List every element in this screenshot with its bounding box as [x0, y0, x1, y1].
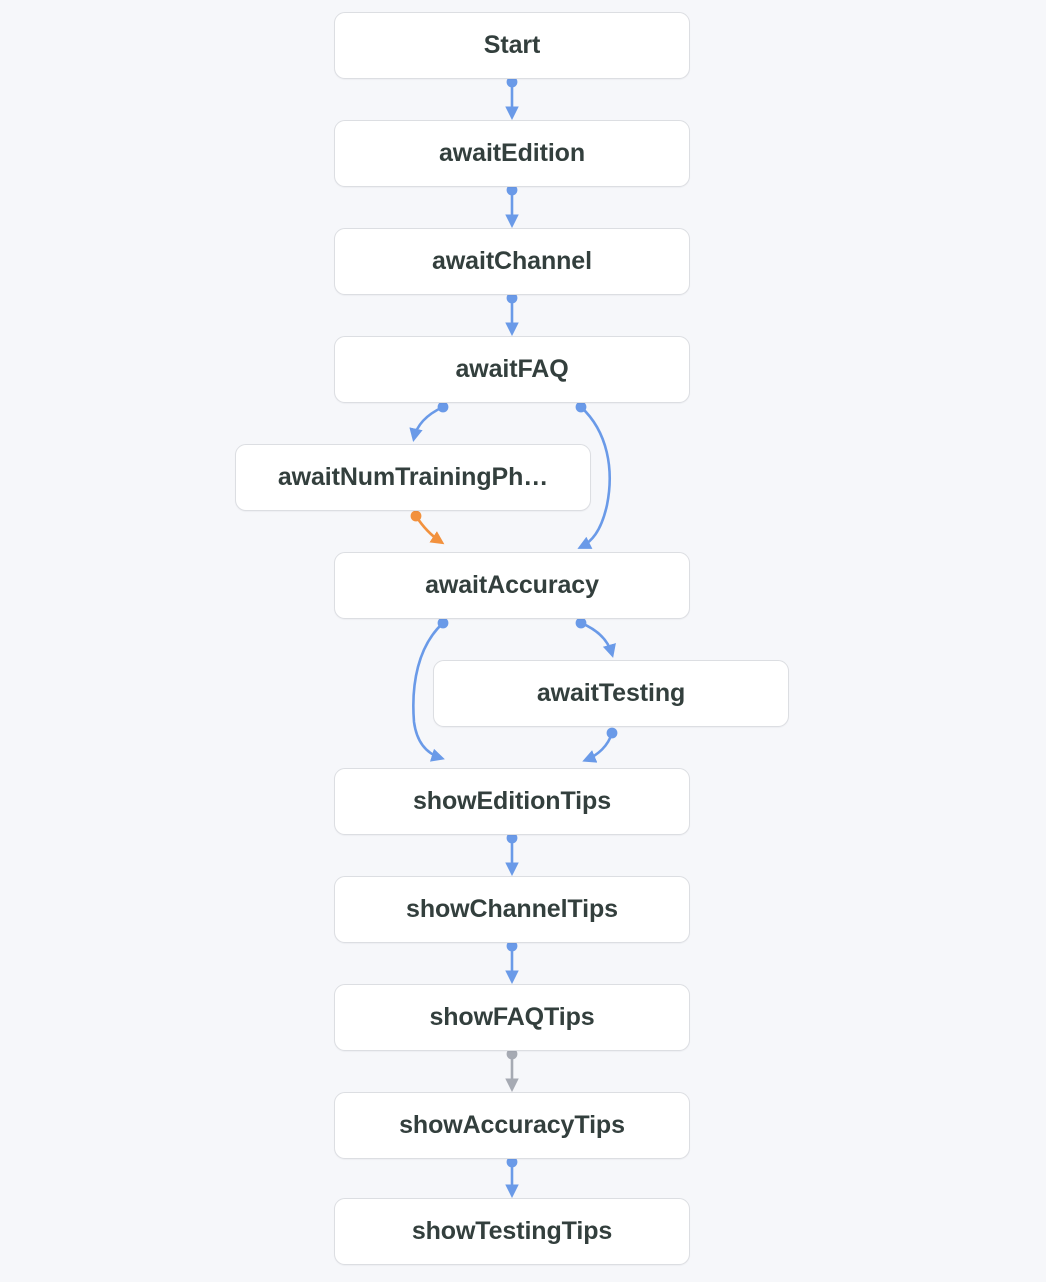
edge-e-numtraining-accuracy: [410, 510, 445, 545]
edge-e-channel-faq: [505, 292, 519, 337]
node-showTestingTips[interactable]: showTestingTips: [334, 1198, 690, 1265]
node-label: awaitAccuracy: [425, 571, 599, 599]
node-label: showFAQTips: [429, 1003, 595, 1031]
edge-e-accuracytips-testingtips: [505, 1156, 519, 1199]
node-awaitTesting[interactable]: awaitTesting: [433, 660, 789, 727]
node-label: showAccuracyTips: [399, 1111, 625, 1139]
node-showEditionTips[interactable]: showEditionTips: [334, 768, 690, 835]
edge-e-faq-numtraining: [409, 401, 449, 442]
node-awaitFAQ[interactable]: awaitFAQ: [334, 336, 690, 403]
edge-origin-dot: [410, 510, 422, 522]
node-label: showTestingTips: [411, 1217, 613, 1245]
edge-e-testing-edition: [582, 727, 618, 763]
node-awaitEdition[interactable]: awaitEdition: [334, 120, 690, 187]
node-awaitNumTraining[interactable]: awaitNumTrainingPh…: [235, 444, 591, 511]
edge-origin-dot: [437, 617, 449, 629]
edge-origin-dot: [575, 401, 587, 413]
edge-e-channeltips-faqtips: [505, 940, 519, 985]
edge-e-start-edition: [505, 76, 519, 121]
node-label: showChannelTips: [406, 895, 618, 923]
node-showFAQTips[interactable]: showFAQTips: [334, 984, 690, 1051]
node-label: awaitEdition: [438, 139, 586, 167]
node-showChannelTips[interactable]: showChannelTips: [334, 876, 690, 943]
node-label: showEditionTips: [412, 787, 612, 815]
edge-e-edition-channeltips: [505, 832, 519, 877]
edge-path: [579, 621, 616, 658]
edge-e-faqtips-accuracytips: [505, 1048, 519, 1093]
edge-path: [414, 514, 445, 545]
edge-origin-dot: [575, 617, 587, 629]
node-awaitChannel[interactable]: awaitChannel: [334, 228, 690, 295]
edge-path: [582, 731, 614, 763]
node-label: awaitNumTrainingPh…: [277, 463, 549, 491]
edge-e-edition-channel: [505, 184, 519, 229]
node-label: awaitFAQ: [455, 355, 569, 383]
node-showAccuracyTips[interactable]: showAccuracyTips: [334, 1092, 690, 1159]
node-label: awaitChannel: [432, 247, 592, 275]
node-label: Start: [483, 31, 541, 59]
edge-path: [409, 405, 445, 442]
edge-origin-dot: [437, 401, 449, 413]
edge-e-accuracy-testing: [575, 617, 616, 658]
node-awaitAccuracy[interactable]: awaitAccuracy: [334, 552, 690, 619]
edge-origin-dot: [606, 727, 618, 739]
node-label: awaitTesting: [536, 679, 686, 707]
node-start[interactable]: Start: [334, 12, 690, 79]
